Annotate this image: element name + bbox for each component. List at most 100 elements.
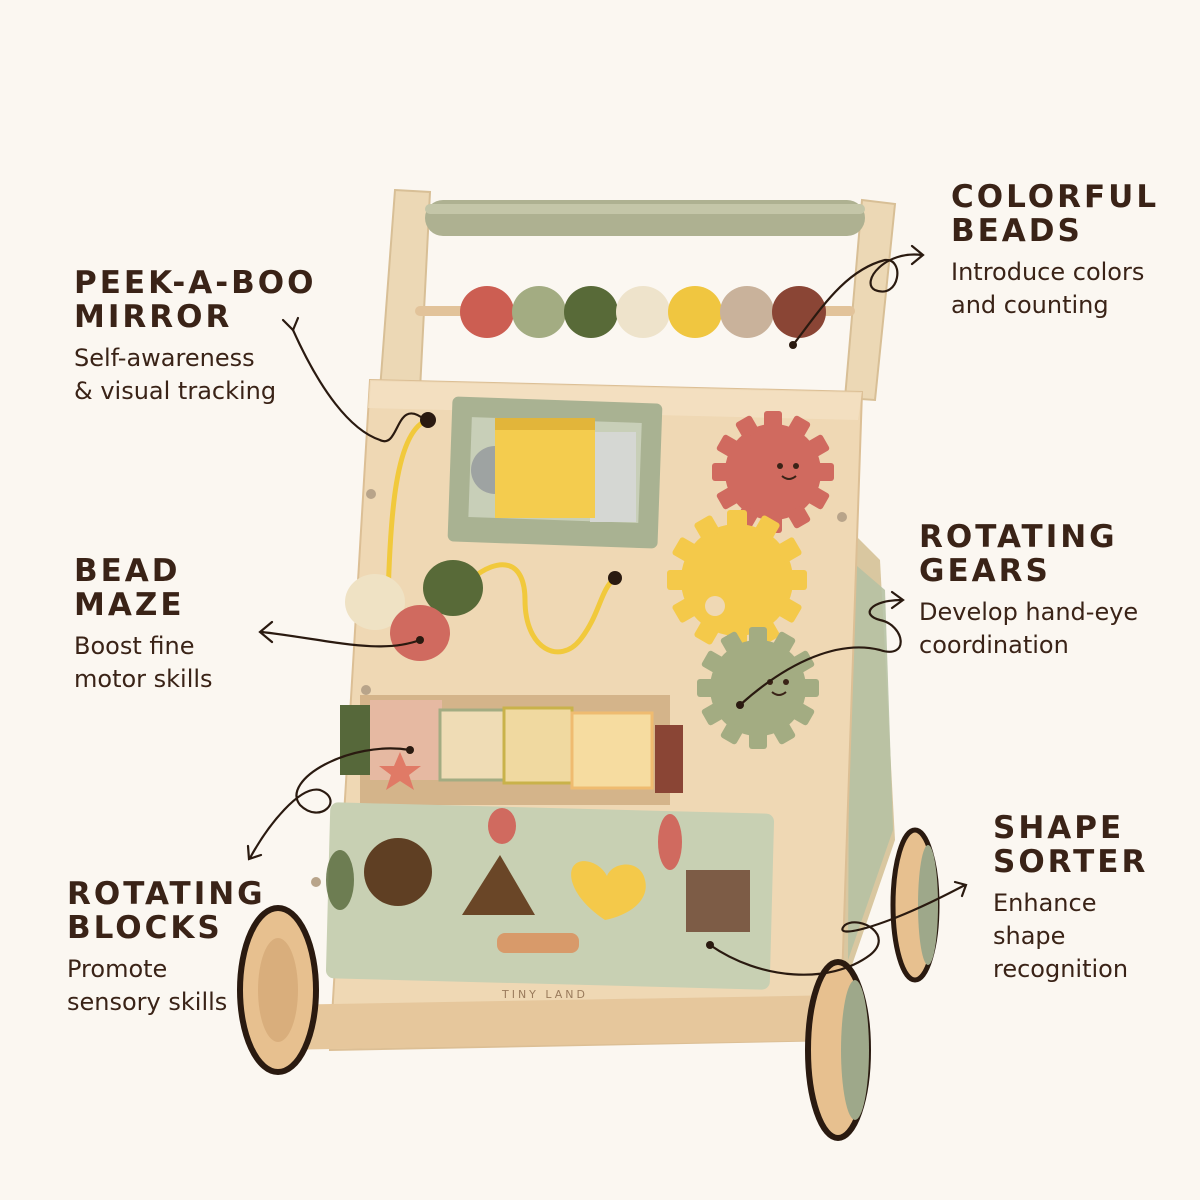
rotating-block-2 [438,708,508,782]
gear-tooth [701,702,725,726]
gear-tooth [776,597,802,623]
mirror-slider-edge [495,418,595,430]
callout-description: Introduce colors and counting [951,258,1145,319]
arrow-dot [421,416,429,424]
maze-bead-olive [423,560,483,616]
abacus-bead [460,286,514,338]
right-handle-post [843,198,897,402]
gear-tooth [712,463,730,481]
heart-shape [571,861,646,920]
gear-tooth [727,510,747,530]
arrow-dot [789,341,797,349]
rotating-block-3 [502,706,574,785]
screw-icon [837,512,847,522]
callout-title: ROTATING BLOCKS [67,876,266,946]
gear-tooth [694,619,720,645]
gear-tooth [697,679,715,697]
gear-tooth [749,731,767,749]
gear-tooth [772,631,796,655]
screw-icon [311,877,321,887]
arrow-dot [706,941,714,949]
gear-tooth [787,570,807,590]
mirror-slider [495,418,595,518]
callout-title: ROTATING GEARS [919,519,1118,589]
abacus-bead [512,286,566,338]
arrow-mirror [291,328,427,443]
gear-tooth [816,463,834,481]
sorter-pattern-dot [488,808,516,844]
left-handle-post [378,188,432,391]
gear-tooth [720,721,744,745]
abacus-bead [616,286,670,338]
abacus-bead [772,286,826,338]
wheel-front-left-hub [258,938,298,1042]
walker-base [304,995,816,1050]
arrow-gears [738,598,904,707]
gear-tooth [806,486,830,510]
callout-description: Promote sensory skills [67,955,228,1016]
gear-tooth [694,515,720,541]
callout-rotating-gears: ROTATING GEARS Develop hand-eye coordina… [919,520,1138,662]
callout-description: Self-awareness & visual tracking [74,344,277,405]
arrow-head-sorter [953,880,968,898]
callout-description: Enhance shape recognition [993,889,1129,983]
arrow-head-beads [910,244,925,266]
gear-tooth [667,570,687,590]
sorter-hole-triangle [462,855,535,915]
gear-tooth [791,702,815,726]
arrow-dot [406,746,414,754]
maze-bead-cream [345,574,405,630]
gear-tooth [801,679,819,697]
gear-tooth [672,597,698,623]
handlebar-highlight [425,204,865,214]
callout-colorful-beads: COLORFUL BEADS Introduce colors and coun… [951,180,1159,322]
abacus-bead [720,286,774,338]
gear-tooth [735,415,759,439]
arrow-head-gears [890,590,905,610]
callout-title: COLORFUL BEADS [951,179,1160,249]
gear-tooth [776,537,802,563]
bead-maze-wire [385,417,617,655]
gear-tooth [772,721,796,745]
callout-description: Develop hand-eye coordination [919,598,1139,659]
gear-tooth [754,515,780,541]
star-icon [379,752,421,790]
arrow-beads [791,253,924,347]
sorter-pattern-leaf [326,850,354,910]
arrow-blocks [248,747,412,860]
callout-shape-sorter: SHAPE SORTER Enhance shape recognition [993,811,1148,986]
arrow-head-bead-maze [258,620,274,644]
block-end-right [655,725,683,793]
arrow-sorter [708,883,967,976]
callout-description: Boost fine motor skills [74,632,213,693]
gear-tooth [764,411,782,429]
arrow-dot [736,701,744,709]
arrow-head-blocks [246,844,263,861]
sorter-hole-square [686,870,750,932]
gear-tooth [720,631,744,655]
sorter-pattern-dot-2 [658,814,682,870]
gear-coral [712,411,834,533]
gear-tooth [806,434,830,458]
callout-bead-maze: BEAD MAZE Boost fine motor skills [74,554,213,696]
callout-title: BEAD MAZE [74,553,185,623]
gear-sage [697,627,819,749]
sorter-hole-circle [364,838,432,906]
gear-tooth [716,486,740,510]
arrow-dot [416,636,424,644]
rotating-block-4 [570,711,654,790]
maze-anchor-end [608,571,622,585]
abacus-bead [564,286,618,338]
mirror-glass [590,432,636,522]
gear-tooth [716,434,740,458]
gear-tooth [749,627,767,645]
gear-tooth [787,415,811,439]
arrow-head-mirror [281,316,300,332]
arrow-bead-maze [260,630,422,648]
callout-title: SHAPE SORTER [993,810,1149,880]
abacus-beads [460,286,826,338]
gear-tooth [701,650,725,674]
walker-side-print [848,560,893,960]
callout-rotating-blocks: ROTATING BLOCKS Promote sensory skills [67,877,266,1019]
